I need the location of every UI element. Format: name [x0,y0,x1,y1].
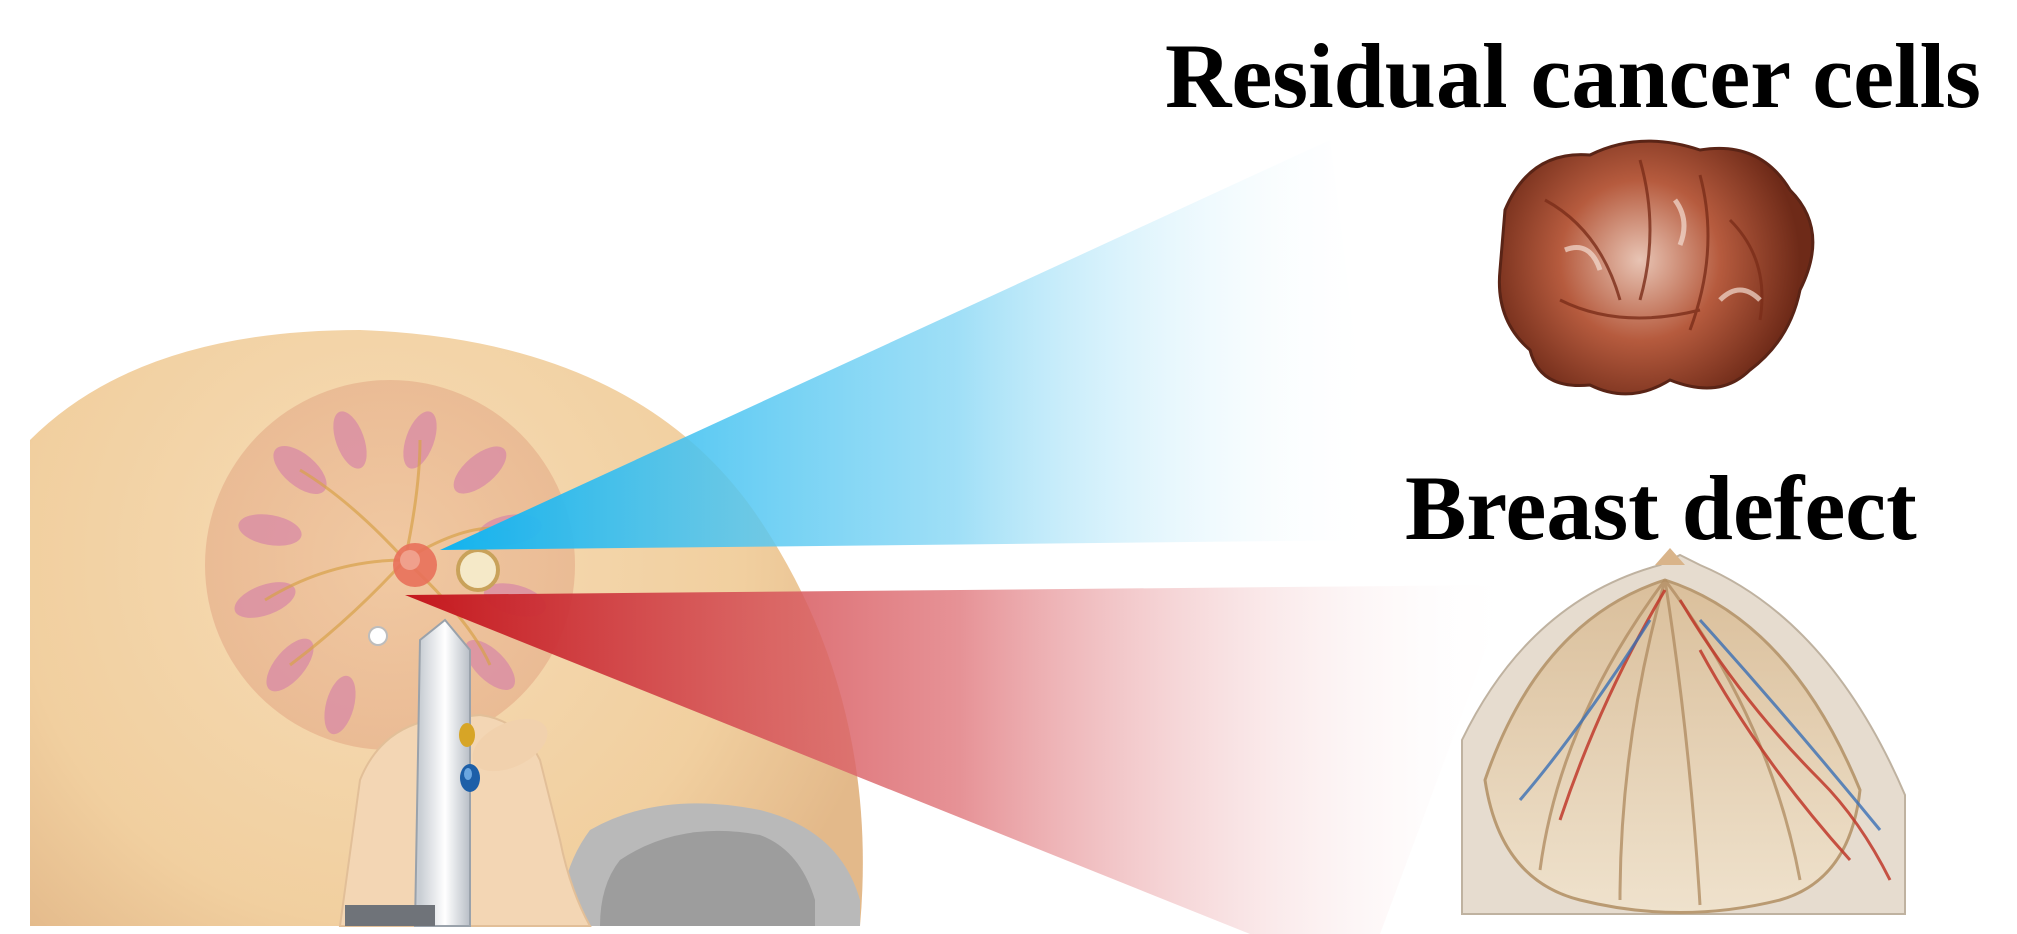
beam-residual-cells [440,140,1380,550]
residual-tumor-icon [1499,141,1812,394]
glandular-region [205,380,575,750]
marker-disc-large [458,550,498,590]
marker-disc-small [369,627,387,645]
tumor-site-core [400,550,420,570]
breast-anatomy-icon [1462,548,1905,914]
label-residual-cancer-cells: Residual cancer cells [1165,30,1981,122]
label-breast-defect: Breast defect [1405,462,1917,554]
